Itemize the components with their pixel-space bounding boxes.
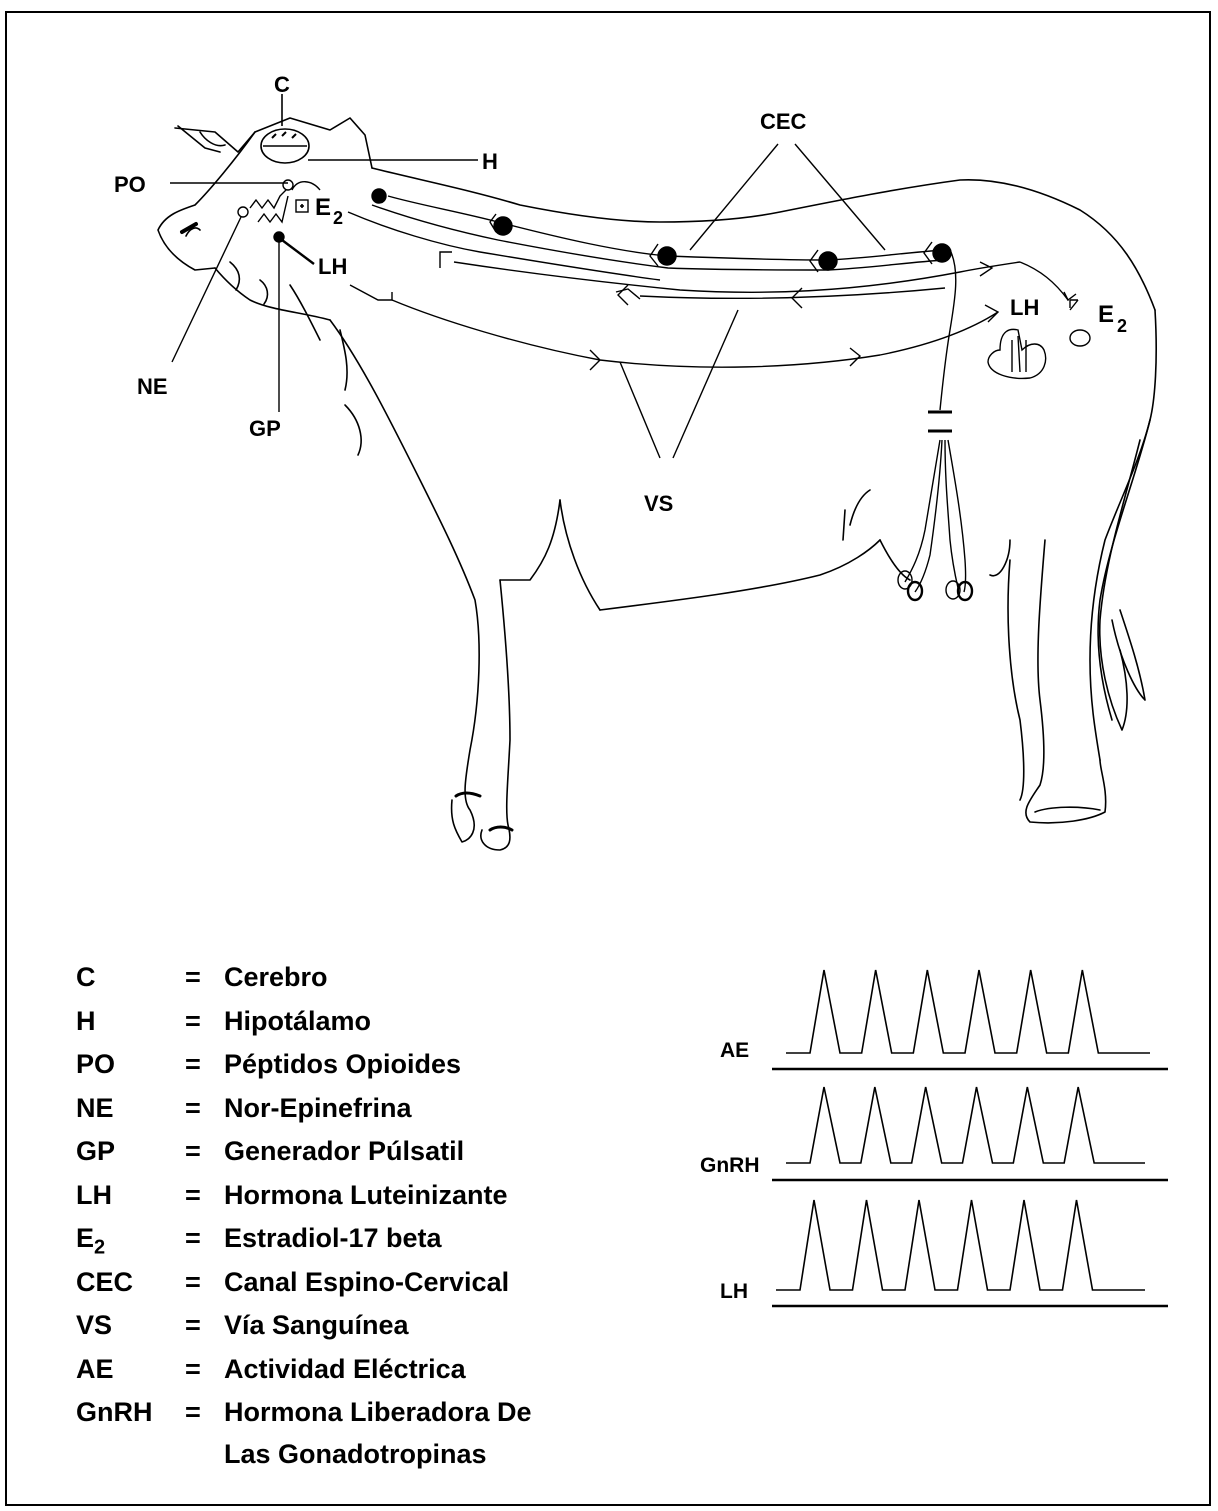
- legend-eq: =: [185, 1136, 201, 1167]
- legend-abbr: E2: [76, 1223, 105, 1259]
- legend-def: Actividad Eléctrica: [224, 1354, 466, 1385]
- vs-corner-1: [440, 252, 452, 268]
- cec-arrow-3: [810, 250, 818, 272]
- po-neuron: [283, 180, 293, 190]
- trace-label-gnrh: GnRH: [700, 1154, 760, 1177]
- legend-eq: =: [185, 1093, 201, 1124]
- ne-pointer-line: [172, 217, 241, 362]
- vs-arrow-fwd-3: [985, 305, 998, 322]
- legend-abbr: GnRH: [76, 1397, 153, 1428]
- vs-arrow-fwd-2: [850, 348, 860, 366]
- cec-pathway: [372, 144, 972, 600]
- vs-pathway: [348, 212, 1076, 458]
- cec-dot-2: [494, 217, 512, 235]
- label-po: PO: [114, 172, 146, 197]
- label-lh-ovary: LH: [1010, 295, 1039, 320]
- pulse-trace-gnrh: [786, 1087, 1145, 1163]
- cec-pointer-right: [795, 144, 885, 250]
- legend-eq: =: [185, 1267, 201, 1298]
- lh-head-pointer-line: [282, 240, 314, 264]
- legend-abbr: VS: [76, 1310, 112, 1341]
- vs-pointer-left: [620, 362, 660, 458]
- legend-def-line2: Las Gonadotropinas: [224, 1439, 487, 1470]
- label-vs: VS: [644, 491, 673, 516]
- legend-abbr: AE: [76, 1354, 114, 1385]
- vs-pointer-right: [673, 310, 738, 458]
- legend-def: Canal Espino-Cervical: [224, 1267, 509, 1298]
- pulse-trace-lh: [776, 1200, 1145, 1290]
- legend-eq: =: [185, 1397, 201, 1428]
- legend-def: Generador Púlsatil: [224, 1136, 464, 1167]
- legend-def: Estradiol-17 beta: [224, 1223, 442, 1254]
- cec-dot-4: [819, 252, 837, 270]
- vs-arrow-back-1b: [618, 285, 628, 305]
- neural-pathway: [172, 180, 320, 412]
- legend-def: Vía Sanguínea: [224, 1310, 409, 1341]
- ne-neuron: [238, 207, 248, 217]
- legend-eq: =: [185, 1223, 201, 1254]
- label-e2-ovary-sub: 2: [1117, 316, 1127, 336]
- label-h: H: [482, 149, 498, 174]
- cec-dot-3: [658, 247, 676, 265]
- legend-abbr: H: [76, 1006, 96, 1037]
- legend-abbr-sub: 2: [94, 1236, 105, 1258]
- legend-def: Péptidos Opioides: [224, 1049, 461, 1080]
- cow-illustration: [158, 118, 1156, 850]
- cec-pointer-left: [690, 144, 778, 250]
- label-e2-head: E: [315, 194, 331, 221]
- cec-dot-1: [372, 189, 386, 203]
- legend-def: Nor-Epinefrina: [224, 1093, 412, 1124]
- legend-abbr: LH: [76, 1180, 112, 1211]
- legend-def: Cerebro: [224, 962, 328, 993]
- legend-eq: =: [185, 1049, 201, 1080]
- legend-eq: =: [185, 1310, 201, 1341]
- legend-eq: =: [185, 962, 201, 993]
- legend-eq: =: [185, 1354, 201, 1385]
- label-ne: NE: [137, 374, 168, 399]
- brain-hypothalamus: [170, 94, 478, 183]
- cec-dot-5: [933, 244, 951, 262]
- pulse-traces: [772, 970, 1168, 1306]
- legend-abbr: PO: [76, 1049, 115, 1080]
- pulse-trace-ae: [786, 970, 1150, 1053]
- legend-abbr-base: E: [76, 1223, 94, 1253]
- legend-abbr: CEC: [76, 1267, 133, 1298]
- trace-label-ae: AE: [720, 1039, 749, 1062]
- legend-abbr: NE: [76, 1093, 114, 1124]
- legend-def: Hormona Liberadora De: [224, 1397, 532, 1428]
- label-c: C: [274, 72, 290, 97]
- label-lh-head: LH: [318, 254, 347, 279]
- legend-def: Hipotálamo: [224, 1006, 371, 1037]
- label-e2-ovary: E: [1098, 301, 1114, 328]
- e2-follicle: [1070, 330, 1090, 346]
- legend-abbr: C: [76, 962, 96, 993]
- legend-eq: =: [185, 1180, 201, 1211]
- legend-eq: =: [185, 1006, 201, 1037]
- vs-corner-2: [350, 285, 392, 300]
- label-cec: CEC: [760, 109, 807, 134]
- label-e2-head-sub: 2: [333, 208, 343, 228]
- legend-def: Hormona Luteinizante: [224, 1180, 508, 1211]
- legend-abbr: GP: [76, 1136, 115, 1167]
- vs-ovary-arrow-in: [980, 262, 992, 276]
- trace-label-lh: LH: [720, 1280, 748, 1303]
- label-gp: GP: [249, 416, 281, 441]
